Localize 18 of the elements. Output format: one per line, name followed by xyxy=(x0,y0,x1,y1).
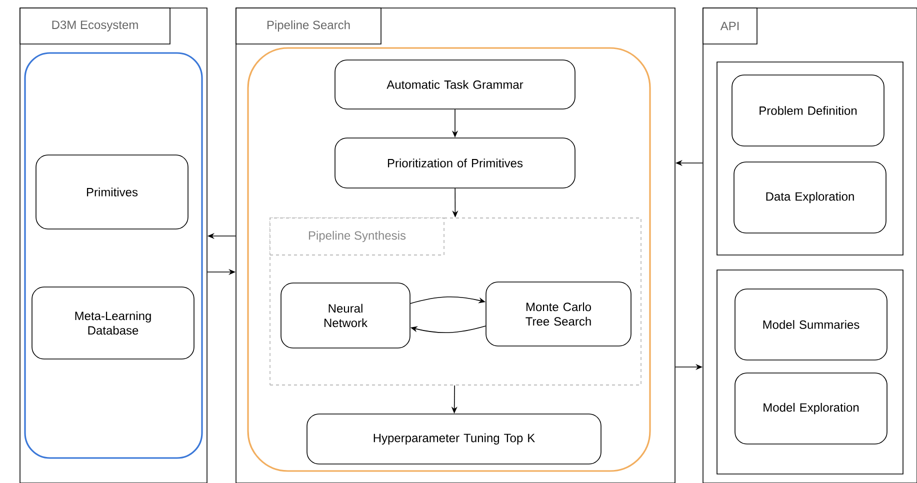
process-box: Problem Definition xyxy=(732,74,884,146)
process-box: Automatic Task Grammar xyxy=(334,60,576,110)
process-box: Model Summaries xyxy=(734,288,888,360)
panel-tab: API xyxy=(702,8,758,44)
process-box: Neural Network xyxy=(280,282,410,348)
process-box: Primitives xyxy=(36,154,188,230)
group-box xyxy=(716,270,904,474)
group-box xyxy=(24,52,203,459)
process-box: Meta-Learning Database xyxy=(32,286,194,360)
process-box: Monte Carlo Tree Search xyxy=(486,282,632,346)
process-box: Hyperparameter Tuning Top K xyxy=(306,414,602,464)
process-box: Prioritization of Primitives xyxy=(334,138,576,188)
group-box xyxy=(716,62,904,256)
process-box: Model Exploration xyxy=(734,372,888,444)
group-box xyxy=(247,47,651,472)
panel-tab: D3M Ecosystem xyxy=(20,8,170,44)
process-box: Data Exploration xyxy=(734,162,886,234)
panel-tab: Pipeline Search xyxy=(236,8,382,44)
